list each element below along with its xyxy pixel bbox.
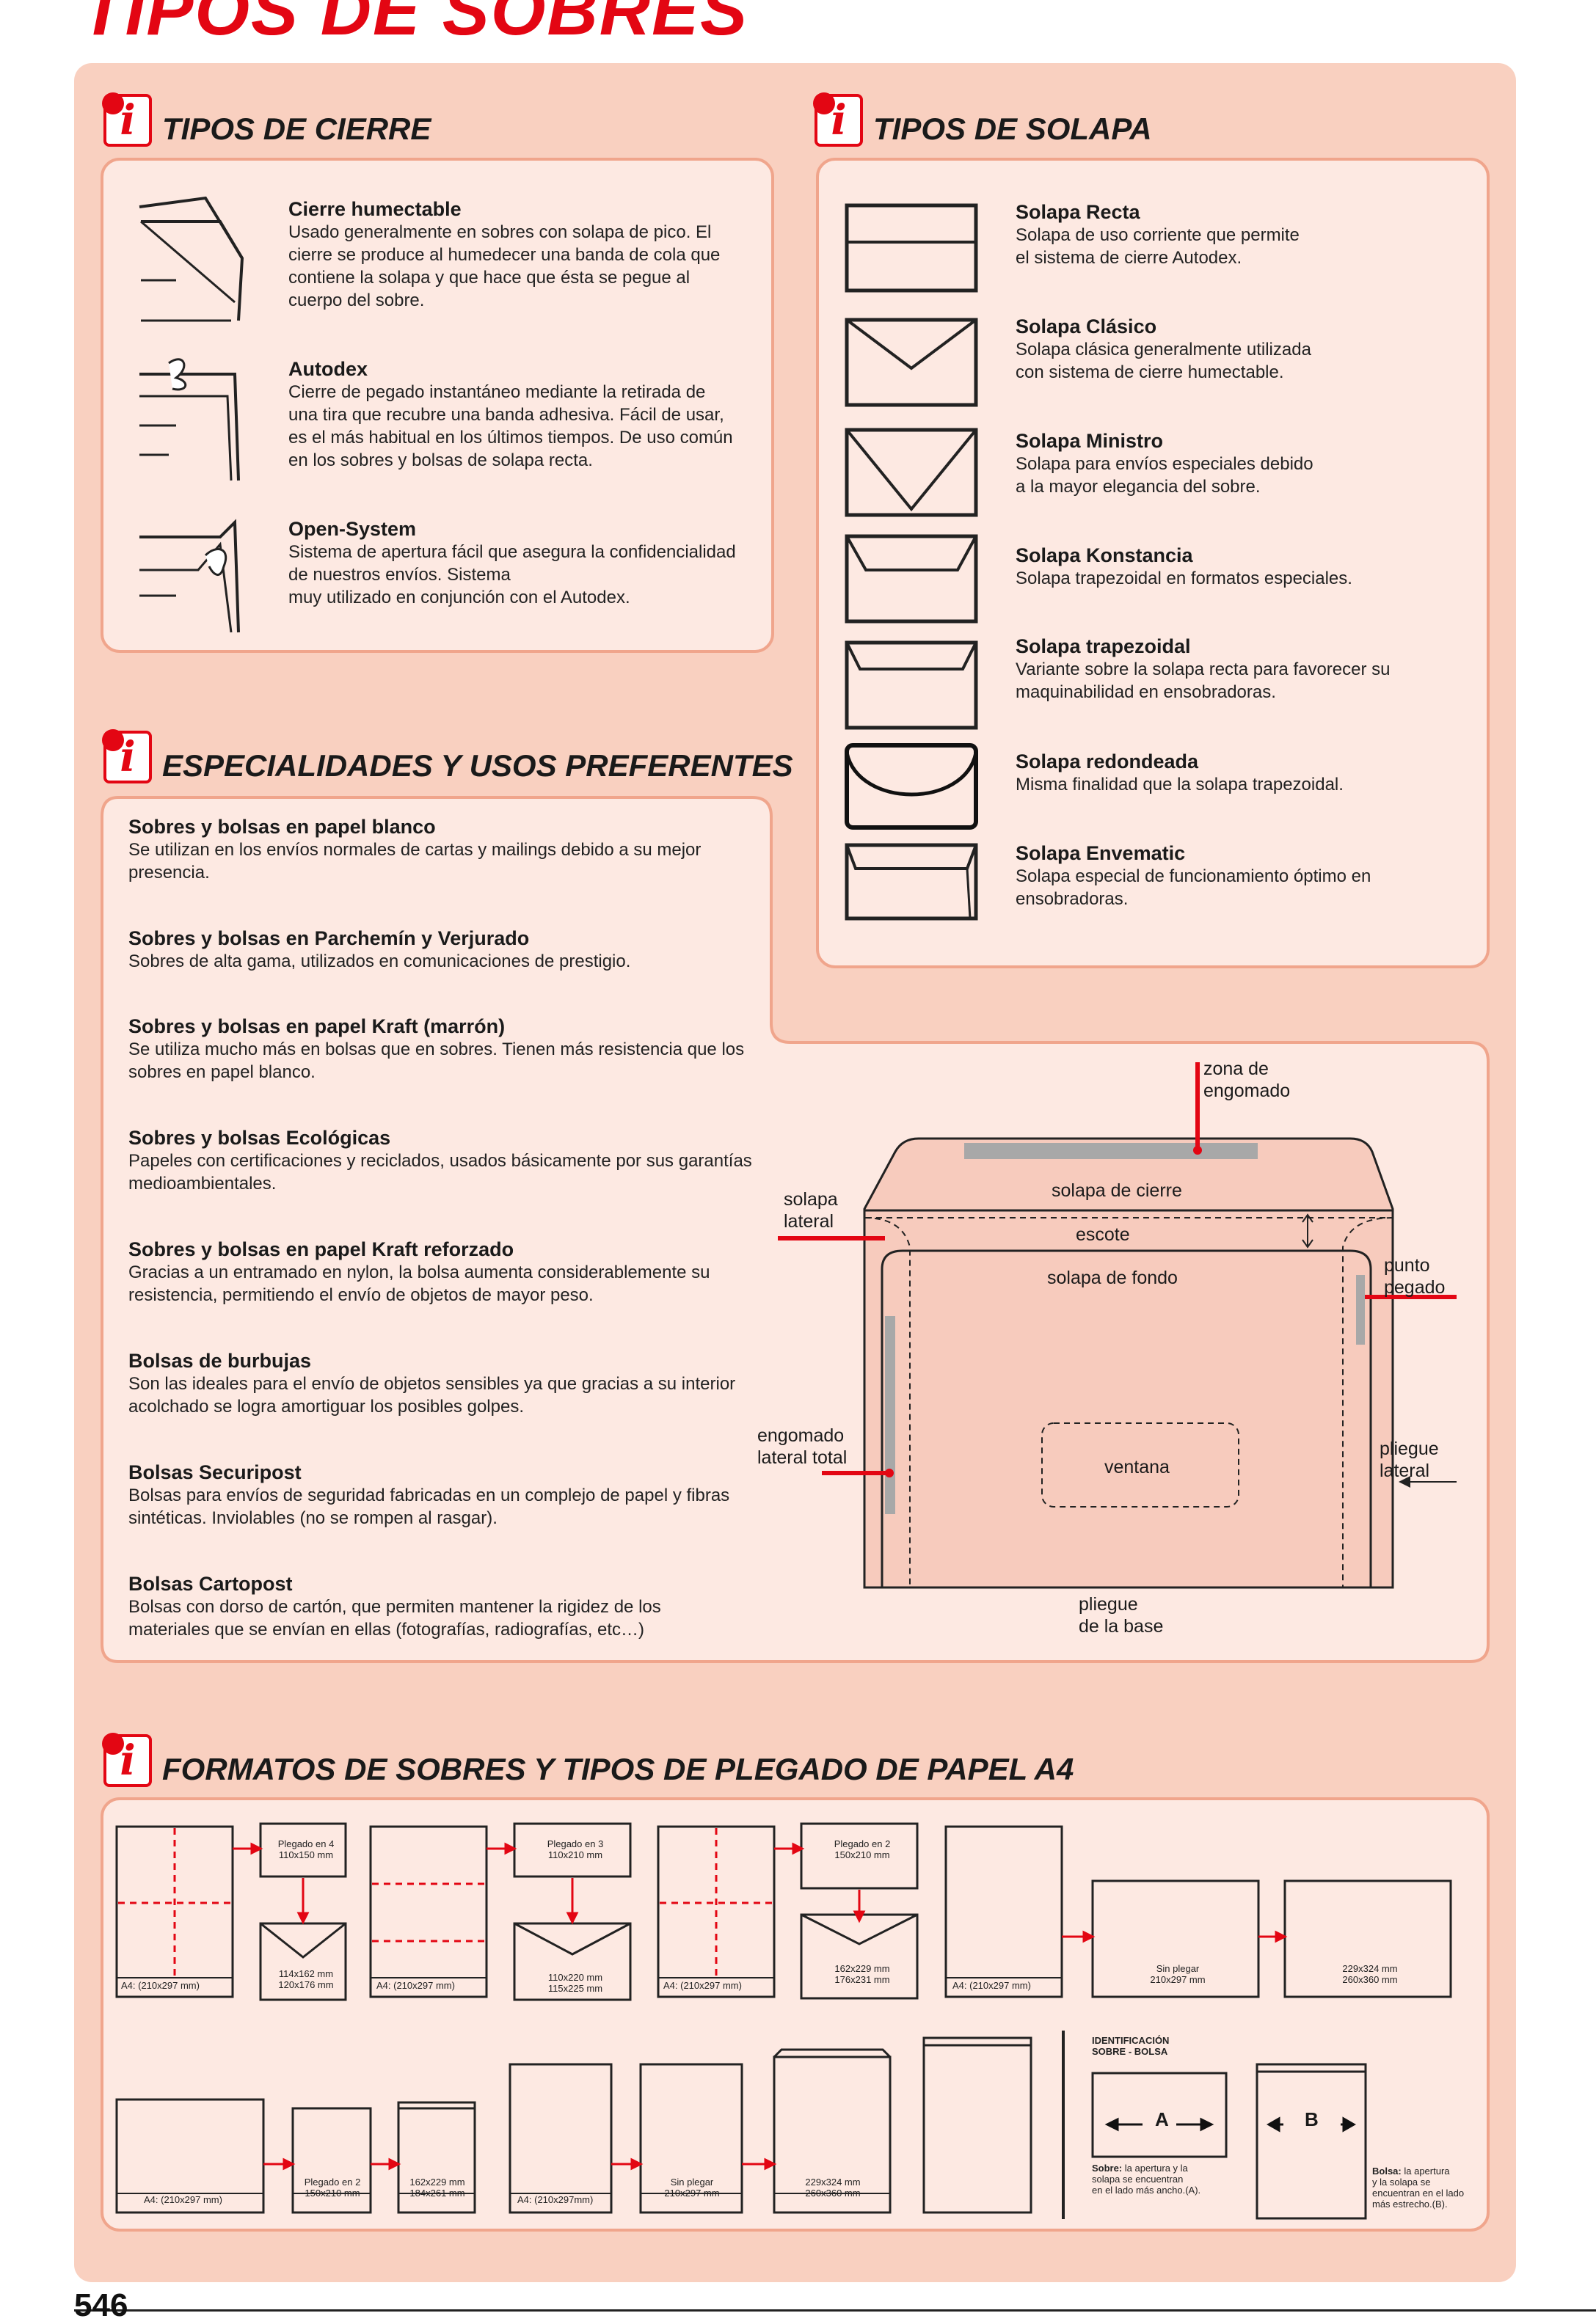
autodex-illustration [139,358,240,481]
label-escote: escote [1076,1224,1130,1245]
formatos-drawings [115,1822,1452,2220]
cierre-item-title: Autodex [288,358,368,380]
a4-label-2: A4: (210x297 mm) [376,1980,455,1991]
label-solapa-fondo: solapa de fondo [1047,1268,1178,1288]
a4-label-5: A4: (210x297 mm) [144,2194,222,2205]
sobre-note: Sobre: la apertura y la solapa se encuen… [1092,2163,1201,2196]
esp-item-1: Sobres y bolsas en papel blanco Se utili… [128,816,702,883]
info-icon: i [102,92,152,147]
solapa-item-konstancia: Solapa Konstancia Solapa trapezoidal en … [1016,544,1352,588]
letter-b: B [1305,2108,1319,2130]
page-number: 546 [74,2287,128,2323]
letter-a: A [1155,2108,1169,2130]
formatos-header: i FORMATOS DE SOBRES Y TIPOS DE PLEGADO … [102,1733,1074,1787]
solapa-ministro-icon [845,428,978,517]
a4-label-6: A4: (210x297mm) [517,2194,594,2205]
solapa-item-clasico: Solapa Clásico Solapa clásica generalmen… [1016,315,1311,382]
info-icon: i [102,729,152,783]
page-title: TIPOS DE SOBRES [81,0,749,50]
solapa-envematic-icon [845,843,978,921]
label-solapa-cierre: solapa de cierre [1052,1180,1182,1201]
footer-rule [74,2309,1596,2312]
solapa-item-envematic: Solapa Envematic Solapa especial de func… [1016,842,1371,909]
a4-label-4: A4: (210x297 mm) [952,1980,1031,1991]
cierre-item-2: Autodex Cierre de pegado instantáneo med… [288,358,758,472]
solapa-item-redondeada: Solapa redondeada Misma finalidad que la… [1016,750,1344,794]
solapa-konstancia-icon [845,534,978,624]
cierre-humectable-illustration [139,196,244,322]
a4-label-1: A4: (210x297 mm) [121,1980,200,1991]
solapa-clasico-icon [845,318,978,407]
solapa-recta-icon [845,203,978,293]
a4-label-3: A4: (210x297 mm) [663,1980,742,1991]
solapa-item-trapezoidal: Solapa trapezoidal Variante sobre la sol… [1016,635,1391,702]
solapa-item-ministro: Solapa Ministro Solapa para envíos espec… [1016,430,1313,497]
solapa-header: i TIPOS DE SOLAPA [813,92,1152,147]
esp-item-6: Bolsas de burbujas Son las ideales para … [128,1350,736,1417]
esp-item-2: Sobres y bolsas en Parchemín y Verjurado… [128,927,631,971]
bolsa-note: Bolsa: la apertura y la solapa se encuen… [1372,2166,1465,2210]
solapa-item-recta: Solapa Recta Solapa de uso corriente que… [1016,201,1300,268]
esp-item-3: Sobres y bolsas en papel Kraft (marrón) … [128,1015,745,1082]
label-ventana: ventana [1104,1457,1170,1477]
cierre-item-1: Cierre humectable Usado generalmente en … [288,198,758,312]
especialidades-heading: ESPECIALIDADES Y USOS PREFERENTES [162,748,793,783]
formatos-heading: FORMATOS DE SOBRES Y TIPOS DE PLEGADO DE… [162,1752,1074,1786]
open-system-illustration [139,519,240,633]
info-icon: i [102,1733,152,1787]
esp-item-5: Sobres y bolsas en papel Kraft reforzado… [128,1238,710,1305]
envelope-diagram [778,1062,1457,1589]
solapa-heading: TIPOS DE SOLAPA [873,112,1152,146]
cierre-heading: TIPOS DE CIERRE [162,112,431,146]
cierre-item-title: Open-System [288,518,417,540]
info-icon: i [813,92,863,147]
cierre-header: i TIPOS DE CIERRE [102,92,431,147]
cierre-item-title: Cierre humectable [288,198,462,220]
solapa-trapezoidal-icon [845,640,978,730]
esp-item-4: Sobres y bolsas Ecológicas Papeles con c… [128,1127,752,1194]
esp-item-7: Bolsas Securipost Bolsas para envíos de … [128,1461,730,1528]
esp-item-8: Bolsas Cartopost Bolsas con dorso de car… [128,1573,661,1640]
solapa-redondeada-icon [845,743,978,830]
especialidades-header: i ESPECIALIDADES Y USOS PREFERENTES [102,729,793,783]
cierre-item-3: Open-System Sistema de apertura fácil qu… [288,518,758,609]
